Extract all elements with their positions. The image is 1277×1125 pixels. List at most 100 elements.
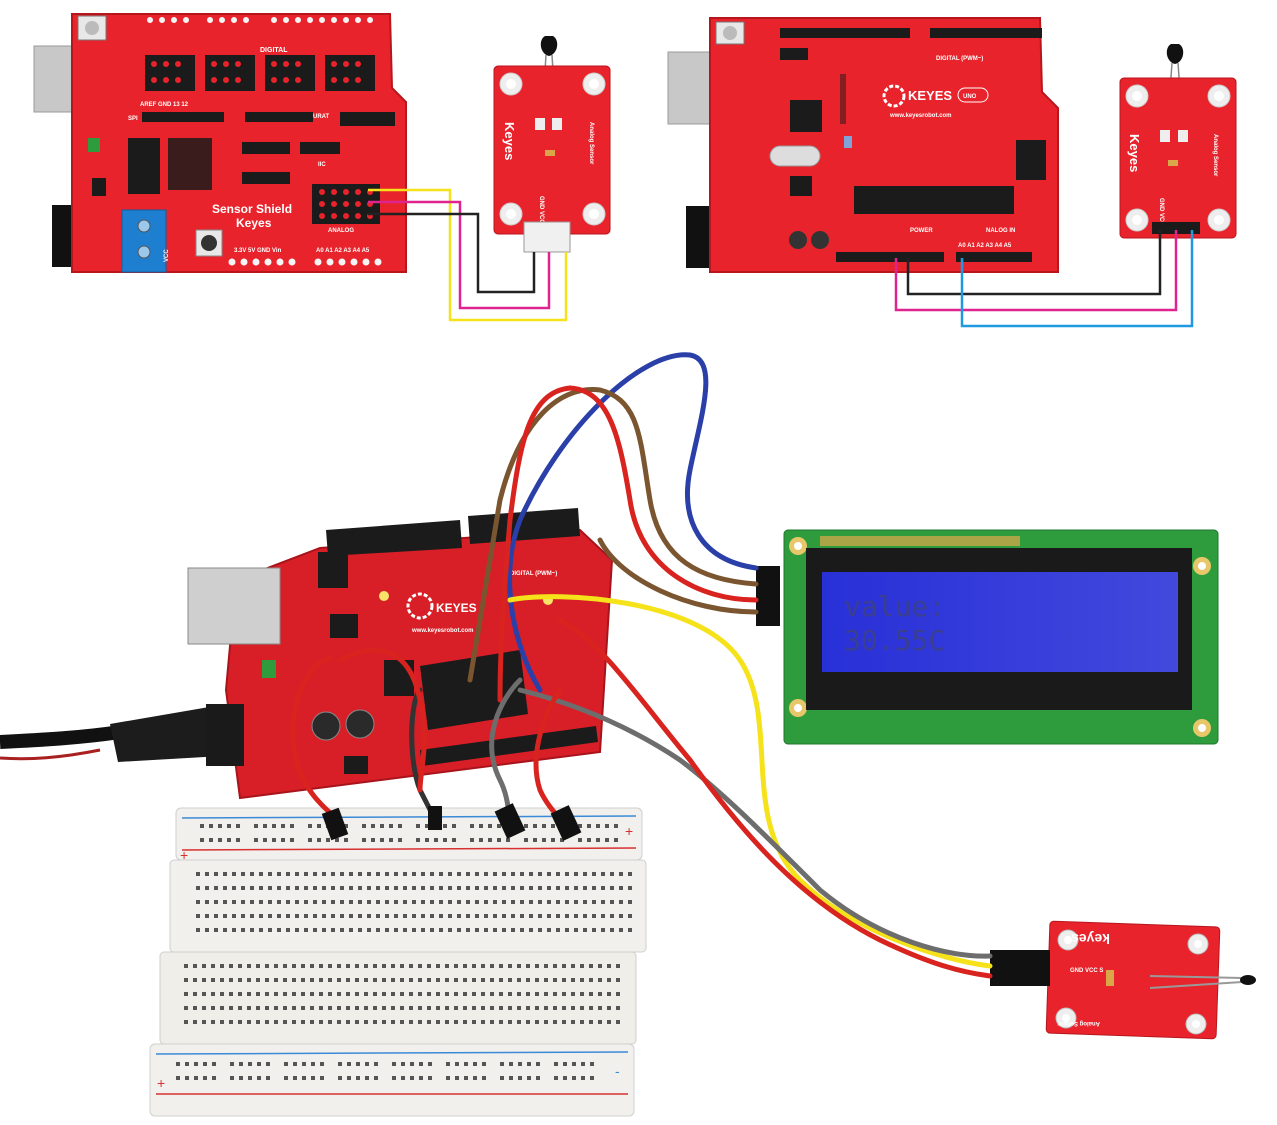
breadboard-hole [364,1020,368,1024]
breadboard-hole [311,1062,315,1066]
breadboard-hole [439,886,443,890]
breadboard-hole [446,1062,450,1066]
breadboard-hole [538,886,542,890]
breadboard-hole [410,1062,414,1066]
breadboard-hole [211,1006,215,1010]
breadboard-hole [619,928,623,932]
breadboard-hole [331,872,335,876]
shield-title: Sensor Shield [212,202,292,216]
breadboard-hole [616,992,620,996]
breadboard-hole [470,838,474,842]
breadboard-hole [592,886,596,890]
breadboard-hole [241,886,245,890]
breadboard-hole [358,886,362,890]
breadboard-hole [212,1062,216,1066]
breadboard-hole [277,886,281,890]
breadboard-hole [347,1062,351,1066]
breadboard-hole [493,900,497,904]
breadboard-hole [214,886,218,890]
breadboard-hole [277,928,281,932]
breadboard-hole [452,838,456,842]
breadboard-hole [238,978,242,982]
breadboard-hole [385,928,389,932]
breadboard-hole [349,900,353,904]
breadboard-hole [592,900,596,904]
photo-usb [187,567,281,645]
breadboard-hole [481,992,485,996]
breadboard-hole [517,1006,521,1010]
digital-headers [145,55,375,91]
sensor-shield-board: DIGITAL AREF GND 13 12 URAT IIC SPI ANAL… [33,13,407,273]
breadboard-hole [310,1006,314,1010]
breadboard-hole [382,964,386,968]
breadboard-hole [457,900,461,904]
breadboard-hole [308,838,312,842]
breadboard-hole [419,1076,423,1080]
breadboard-hole [371,838,375,842]
shield-iic-label: IIC [318,162,326,168]
breadboard-hole [412,928,416,932]
breadboard-hole [605,838,609,842]
photo-keyes-logo-icon [406,592,434,620]
breadboard-hole [295,886,299,890]
breadboard-hole [272,838,276,842]
breadboard-hole [346,978,350,982]
breadboard-hole [349,928,353,932]
breadboard-hole [256,964,260,968]
right-sensor-name: Analog Sensor [1212,134,1218,177]
right-wiring [894,230,1194,328]
breadboard-hole [583,886,587,890]
breadboard-hole [427,1006,431,1010]
breadboard-hole [328,992,332,996]
breadboard-hole [463,1006,467,1010]
breadboard-hole [619,886,623,890]
breadboard-hole [403,872,407,876]
breadboard-hole [421,914,425,918]
breadboard-hole [331,928,335,932]
breadboard-hole [376,886,380,890]
breadboard-hole [556,914,560,918]
breadboard-hole [538,872,542,876]
breadboard-hole [446,1076,450,1080]
shield-aref-label: AREF GND 13 12 [140,102,189,108]
breadboard-hole [520,928,524,932]
breadboard-hole [416,824,420,828]
breadboard-hole [385,914,389,918]
breadboard-hole [286,900,290,904]
breadboard-hole [371,824,375,828]
breadboard-hole [484,872,488,876]
breadboard-hole [257,1076,261,1080]
breadboard-hole [373,1006,377,1010]
breadboard-hole [356,1076,360,1080]
breadboard-hole [616,978,620,982]
breadboard-hole [511,928,515,932]
breadboard-hole [301,964,305,968]
breadboard-hole [250,914,254,918]
breadboard-hole [493,872,497,876]
breadboard-hole [400,1020,404,1024]
breadboard-hole [616,1020,620,1024]
breadboard-hole [583,872,587,876]
breadboard-hole [376,872,380,876]
breadboard-hole [229,978,233,982]
breadboard-hole [553,992,557,996]
breadboard-hole [223,886,227,890]
breadboard-hole [394,886,398,890]
breadboard-hole [313,872,317,876]
breadboard-hole [391,1006,395,1010]
breadboard-hole [578,824,582,828]
breadboard-hole [256,992,260,996]
breadboard-hole [556,928,560,932]
breadboard-hole [490,1006,494,1010]
breadboard-hole [337,992,341,996]
breadboard-hole [580,964,584,968]
breadboard-hole [547,914,551,918]
breadboard-hole [218,838,222,842]
breadboard-hole [355,964,359,968]
breadboard-hole [463,992,467,996]
breadboard-hole [209,824,213,828]
breadboard-hole [292,1020,296,1024]
breadboard-hole [583,900,587,904]
breadboard-hole [400,1006,404,1010]
breadboard-hole [200,824,204,828]
